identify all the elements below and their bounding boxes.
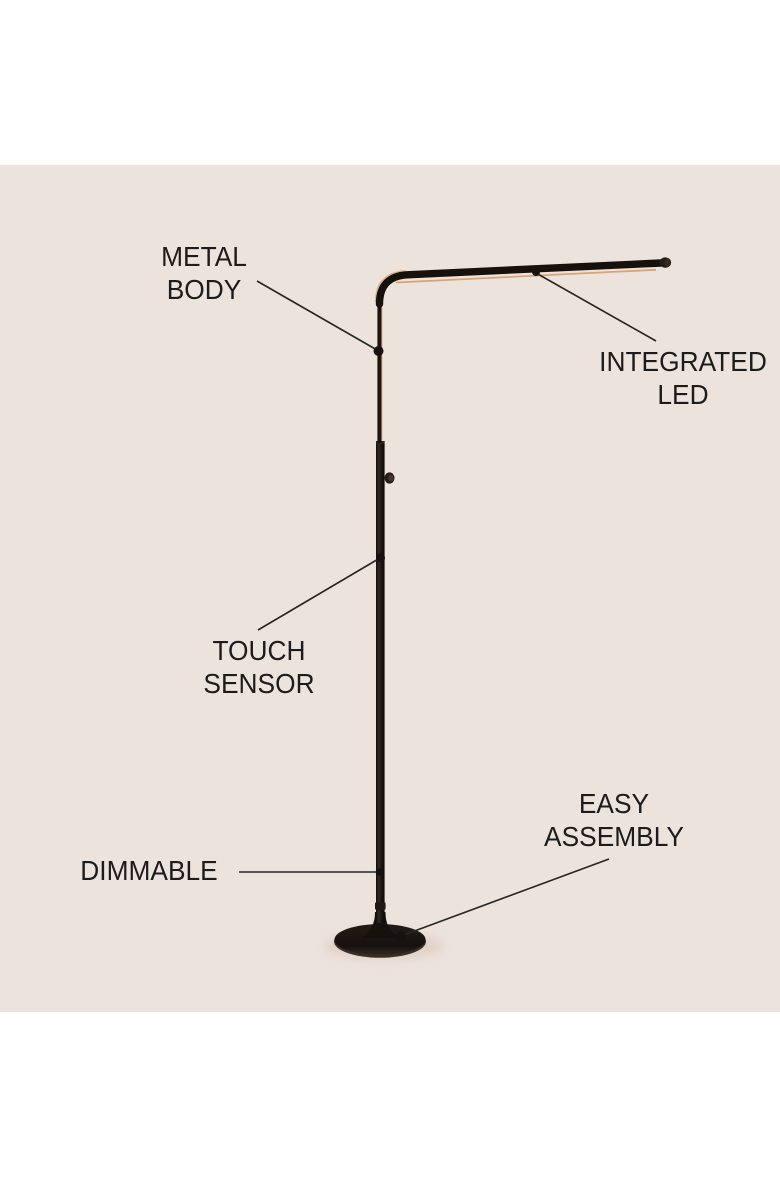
bend-glow-edge bbox=[374, 270, 407, 303]
callout-line-touch-sensor bbox=[257, 557, 381, 631]
callout-dot-metal-body bbox=[373, 346, 384, 356]
callout-line-metal-body bbox=[256, 280, 378, 351]
callout-label-integrated-led: INTEGRATED LED bbox=[599, 346, 767, 410]
adjustment-knob-face bbox=[388, 474, 394, 482]
lamp-arm bbox=[375, 259, 665, 308]
bottom-white-band bbox=[0, 1012, 780, 1196]
lamp-arm-end-cap-face bbox=[664, 258, 670, 267]
lamp-base bbox=[334, 924, 426, 955]
callout-label-metal-body: METAL BODY bbox=[161, 241, 247, 305]
led-strip-glow bbox=[395, 268, 657, 284]
callout-dot-touch-sensor bbox=[376, 553, 385, 563]
pole-collar bbox=[375, 902, 386, 910]
top-white-band bbox=[0, 0, 780, 165]
callout-dot-dimmable bbox=[375, 868, 384, 876]
callout-label-touch-sensor: TOUCH SENSOR bbox=[203, 635, 315, 699]
callout-line-easy-assembly bbox=[400, 858, 610, 937]
callout-dot-easy-assembly bbox=[396, 931, 406, 942]
callout-label-dimmable: DIMMABLE bbox=[80, 855, 218, 886]
lamp-foot bbox=[361, 912, 399, 938]
lamp-lower-pole bbox=[376, 441, 385, 923]
callout-label-easy-assembly: EASY ASSEMBLY bbox=[544, 788, 684, 852]
photo-panel bbox=[0, 165, 780, 1012]
callout-dot-integrated-led bbox=[532, 268, 540, 276]
callout-line-integrated-led bbox=[535, 272, 657, 342]
